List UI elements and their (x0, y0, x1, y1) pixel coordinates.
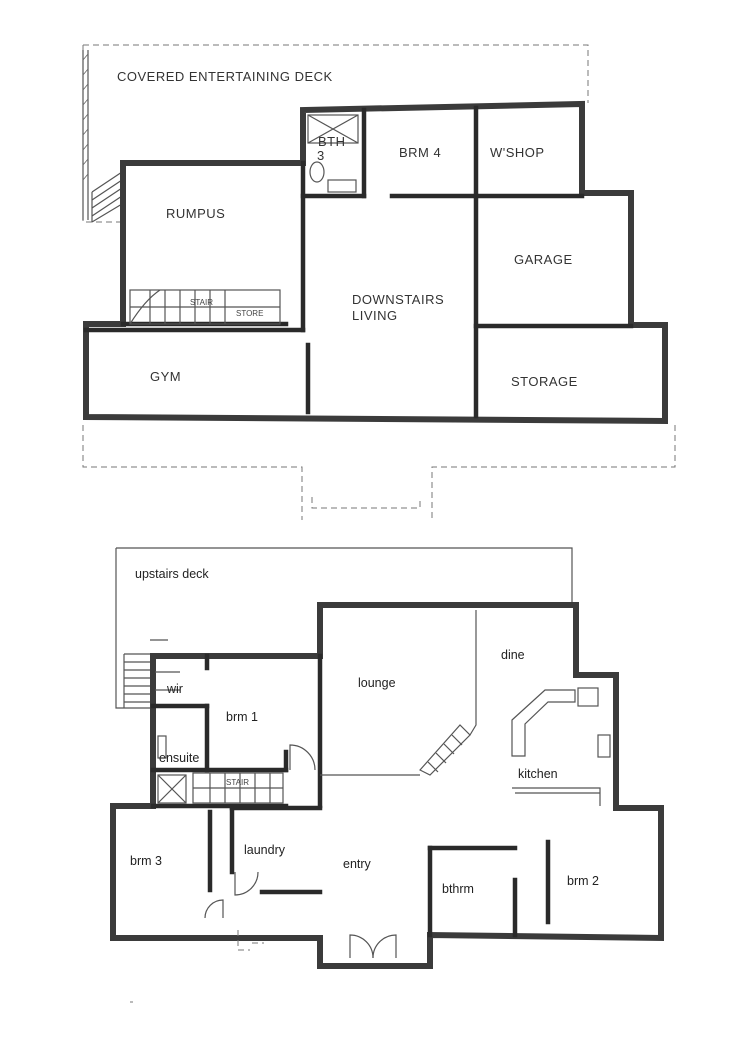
upstairs-internal-stair (192, 772, 284, 804)
label-entry: entry (343, 857, 372, 871)
label-bath3-number: 3 (317, 148, 325, 163)
downstairs-interior-walls (83, 105, 634, 419)
label-bathroom: bthrm (442, 882, 474, 896)
label-storage: STORAGE (511, 374, 578, 389)
deck-outline (82, 44, 589, 223)
label-bedroom2: brm 2 (567, 874, 599, 888)
deck-hatching (82, 53, 89, 181)
label-downstairs-stair: STAIR (190, 298, 213, 307)
label-bedroom4: BRM 4 (399, 145, 441, 160)
bath3-fixtures (307, 114, 359, 193)
lounge-stair (320, 610, 477, 776)
upstairs-plan: upstairs deck dine lounge wir brm 1 ensu… (110, 547, 664, 1003)
upstairs-deck-outline (115, 547, 573, 709)
label-covered-deck: COVERED ENTERTAINING DECK (117, 69, 333, 84)
label-bedroom1: brm 1 (226, 710, 258, 724)
label-store: STORE (236, 309, 263, 318)
label-upstairs-deck: upstairs deck (135, 567, 209, 581)
kitchen-counters (511, 687, 611, 806)
downstairs-plan: COVERED ENTERTAINING DECK BTH 3 BRM 4 W'… (82, 44, 676, 520)
deck-stairs (91, 171, 123, 223)
upstairs-dashed-marks (130, 930, 264, 1003)
label-downstairs-living-1: DOWNSTAIRS (352, 292, 444, 307)
downstairs-stair (129, 289, 281, 325)
label-dine: dine (501, 648, 525, 662)
label-upstairs-stair: STAIR (226, 778, 249, 787)
upstairs-outer-wall (110, 602, 664, 969)
label-bath3: BTH (318, 134, 346, 149)
door-swings (155, 671, 397, 959)
downstairs-south-outline (82, 425, 676, 520)
label-ensuite: ensuite (159, 751, 199, 765)
upstairs-deck-stairs (123, 639, 168, 708)
label-workshop: W'SHOP (490, 145, 545, 160)
ensuite-shower (157, 735, 187, 804)
upstairs-interior-walls (150, 653, 551, 938)
label-rumpus: RUMPUS (166, 206, 225, 221)
label-lounge: lounge (358, 676, 396, 690)
label-wir: wir (166, 682, 183, 696)
label-gym: GYM (150, 369, 181, 384)
label-bedroom3: brm 3 (130, 854, 162, 868)
label-kitchen: kitchen (518, 767, 558, 781)
label-garage: GARAGE (514, 252, 573, 267)
label-downstairs-living-2: LIVING (352, 308, 398, 323)
label-laundry: laundry (244, 843, 286, 857)
